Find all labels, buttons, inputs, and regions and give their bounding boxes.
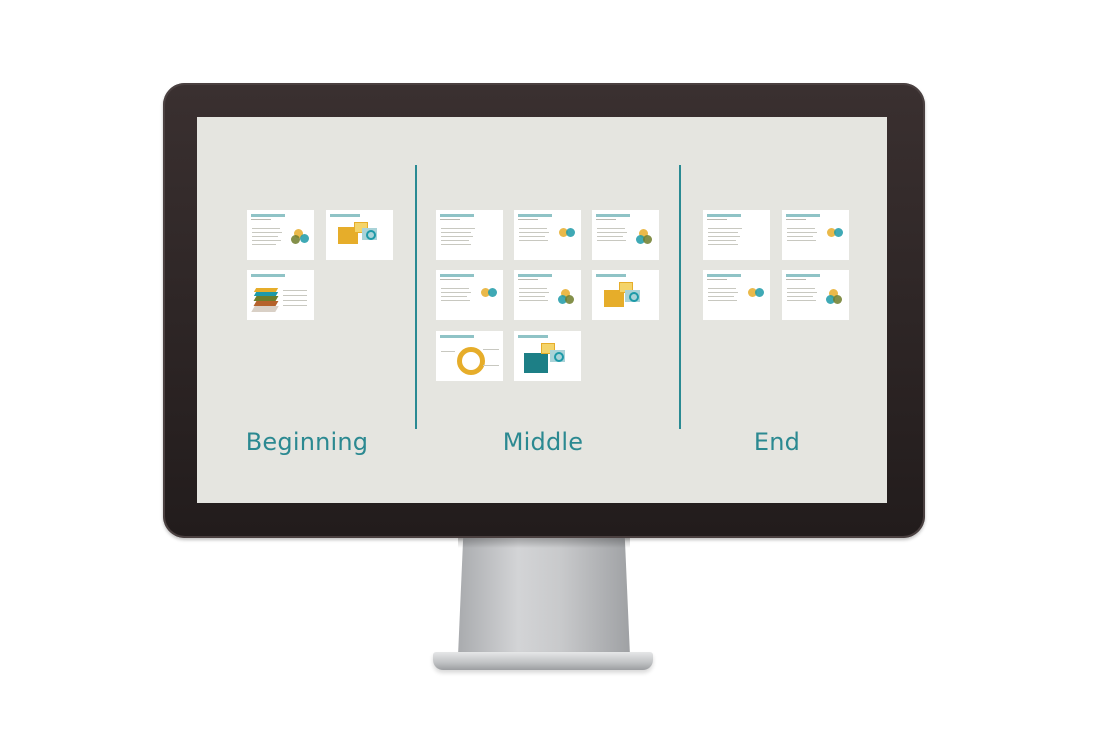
puzzle-icon <box>524 353 548 373</box>
image-icon <box>354 222 368 233</box>
venn-diagram-icon <box>639 229 648 238</box>
speech-bubble-icon <box>559 228 568 237</box>
monitor-stand-neck <box>458 538 630 656</box>
image-icon <box>541 343 555 354</box>
slide-thumbnail[interactable] <box>782 270 849 320</box>
slide-thumbnail[interactable] <box>782 210 849 260</box>
slide-thumbnail[interactable] <box>326 210 393 260</box>
slide-thumbnail[interactable] <box>703 270 770 320</box>
venn-diagram-icon <box>294 229 303 238</box>
slide-thumbnail[interactable] <box>592 270 659 320</box>
slide-thumbnail[interactable] <box>247 270 314 320</box>
donut-icon <box>366 230 376 240</box>
slide-thumbnail[interactable] <box>436 270 503 320</box>
slide-thumbnail[interactable] <box>514 270 581 320</box>
slide-thumbnail[interactable] <box>592 210 659 260</box>
monitor-stand-base <box>433 652 653 670</box>
divider-left <box>415 165 417 429</box>
venn-diagram-icon <box>829 289 838 298</box>
slide-thumbnail[interactable] <box>436 210 503 260</box>
section-label-middle: Middle <box>502 428 584 456</box>
stand-shadow <box>458 538 630 548</box>
divider-right <box>679 165 681 429</box>
speech-bubble-icon <box>748 288 757 297</box>
slide-thumbnail[interactable] <box>247 210 314 260</box>
ring-chart-icon <box>457 347 485 375</box>
venn-diagram-icon <box>561 289 570 298</box>
slide-thumbnail[interactable] <box>514 210 581 260</box>
puzzle-icon <box>604 290 624 307</box>
section-label-beginning: Beginning <box>245 428 369 456</box>
slide-thumbnail[interactable] <box>703 210 770 260</box>
donut-icon <box>554 352 564 362</box>
speech-bubble-icon <box>827 228 836 237</box>
speech-bubble-icon <box>481 288 490 297</box>
screen: Beginning Middle End <box>197 117 887 503</box>
layers-icon <box>251 306 279 312</box>
puzzle-icon <box>338 227 358 244</box>
slide-thumbnail[interactable] <box>514 331 581 381</box>
section-label-end: End <box>753 428 801 456</box>
slide-thumbnail[interactable] <box>436 331 503 381</box>
donut-icon <box>629 292 639 302</box>
